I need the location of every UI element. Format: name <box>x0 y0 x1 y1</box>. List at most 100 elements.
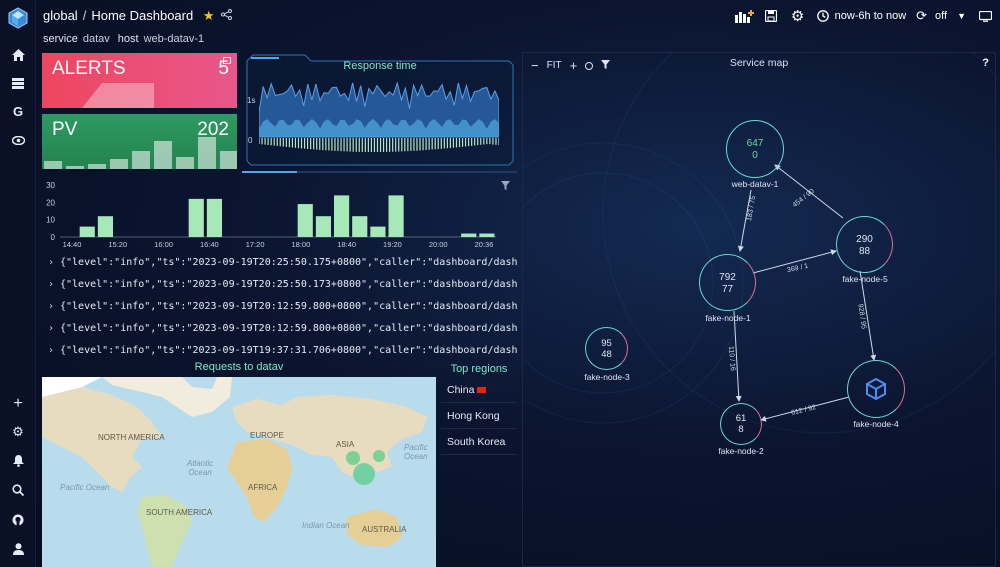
service-map-edges <box>733 164 877 422</box>
log-text: {"level":"info","ts":"2023-09-19T20:25:5… <box>60 257 518 268</box>
bar[interactable] <box>461 233 477 237</box>
variable-host-label: host <box>117 33 139 45</box>
variable-service-label: service <box>43 33 78 45</box>
pv-spark-bar <box>44 161 62 169</box>
region-row[interactable]: South Korea <box>441 429 517 455</box>
settings-gear-icon[interactable]: ⚙ <box>790 8 805 25</box>
bar[interactable] <box>97 216 113 237</box>
gear-icon[interactable]: ⚙ <box>12 424 24 439</box>
region-row[interactable]: Hong Kong <box>441 403 517 429</box>
cube-icon <box>866 377 886 401</box>
bar[interactable] <box>334 195 350 237</box>
expand-caret-icon[interactable]: › <box>47 279 55 290</box>
bar[interactable] <box>388 195 404 237</box>
filter-icon[interactable] <box>501 181 510 193</box>
bar[interactable] <box>315 216 331 237</box>
expand-caret-icon[interactable]: › <box>47 323 55 334</box>
bell-icon[interactable] <box>6 450 30 472</box>
variable-host-select[interactable]: web-datav-1 <box>143 33 205 45</box>
node-metric-top: 61 <box>735 413 747 424</box>
eye-icon[interactable] <box>6 129 30 151</box>
add-icon[interactable]: + <box>13 395 23 412</box>
filter-icon[interactable] <box>601 59 611 72</box>
share-icon[interactable] <box>221 8 233 23</box>
chevron-down-icon: ▼ <box>957 11 966 21</box>
zoom-out-icon[interactable]: − <box>531 58 539 73</box>
service-node-fake-node-3[interactable]: 95 48 <box>585 327 628 370</box>
node-metric-bottom: 88 <box>858 246 871 257</box>
map-label: NORTH AMERICA <box>98 433 165 442</box>
help-icon[interactable]: ? <box>982 57 989 69</box>
service-map-panel[interactable]: Service map − FIT + ? 183 / 75 454 / 90 … <box>522 52 997 567</box>
alerts-stat-panel[interactable]: ALERTS 5 <box>42 53 237 108</box>
bar[interactable] <box>188 198 204 237</box>
map-label: ASIA <box>336 440 355 449</box>
time-picker[interactable]: now-6h to now <box>811 6 913 26</box>
response-time-panel[interactable]: Response time 1s 0 <box>245 53 515 166</box>
log-row[interactable]: ›{"level":"info","ts":"2023-09-19T20:12:… <box>42 318 518 340</box>
add-panel-icon[interactable] <box>733 6 757 26</box>
bar[interactable] <box>297 204 313 237</box>
node-metric-top: 647 <box>746 138 764 149</box>
service-node-fake-node-2[interactable]: 61 8 <box>720 403 762 445</box>
service-node-fake-node-5[interactable]: 290 88 <box>836 216 893 273</box>
service-node-fake-node-4[interactable] <box>847 360 905 418</box>
node-label: web-datav-1 <box>731 179 779 189</box>
bar[interactable] <box>79 226 95 237</box>
service-node-web-datav-1[interactable]: 647 0 <box>726 120 784 178</box>
panel-menu-icon[interactable] <box>223 57 231 64</box>
map-label: Indian Ocean <box>302 521 350 530</box>
x-tick-label: 18:00 <box>291 240 310 249</box>
region-name: South Korea <box>447 436 506 448</box>
x-tick-label: 14:40 <box>63 240 82 249</box>
zoom-in-icon[interactable]: + <box>569 58 578 73</box>
response-time-tick-0: 0 <box>248 136 253 145</box>
world-map[interactable]: NORTH AMERICA EUROPE ASIA Atlantic Ocean… <box>42 377 436 567</box>
y-tick-label: 20 <box>46 198 55 207</box>
bar[interactable] <box>370 226 386 237</box>
log-row[interactable]: ›{"level":"info","ts":"2023-09-19T20:12:… <box>42 296 518 318</box>
node-metric-bottom: 77 <box>721 284 734 295</box>
refresh-picker[interactable]: ⟳ off ▼ <box>912 6 970 26</box>
service-node-fake-node-1[interactable]: 792 77 <box>699 254 756 311</box>
search-icon[interactable] <box>6 479 30 501</box>
expand-caret-icon[interactable]: › <box>47 345 55 356</box>
expand-caret-icon[interactable]: › <box>47 257 55 268</box>
node-label: fake-node-4 <box>853 419 899 429</box>
app-logo-icon[interactable] <box>7 7 29 29</box>
save-icon[interactable] <box>757 6 785 26</box>
node-metric-top: 95 <box>601 338 612 349</box>
region-row[interactable]: China <box>441 377 517 403</box>
variable-service-select[interactable]: datav <box>82 33 110 45</box>
user-icon[interactable] <box>6 538 30 560</box>
response-time-tick-1s: 1s <box>247 96 256 105</box>
toolbar: ⚙ now-6h to now ⟳ off ▼ <box>733 6 1000 26</box>
tv-mode-icon[interactable] <box>970 6 1000 26</box>
server-icon[interactable] <box>6 72 30 94</box>
expand-caret-icon[interactable]: › <box>47 301 55 312</box>
circle-layout-icon[interactable] <box>585 61 594 70</box>
pv-spark-bar <box>154 141 172 169</box>
breadcrumb-folder[interactable]: global <box>43 8 78 23</box>
fit-button[interactable]: FIT <box>546 60 562 71</box>
pv-spark-bar <box>220 151 237 169</box>
github-icon[interactable] <box>6 509 30 531</box>
log-row[interactable]: › {"level":"info","ts":"2023-09-19T20:25:… <box>42 252 518 274</box>
google-icon[interactable]: G <box>12 103 24 119</box>
map-title: Requests to datav <box>194 361 284 373</box>
x-tick-label: 15:20 <box>108 240 127 249</box>
bar[interactable] <box>479 233 495 237</box>
home-icon[interactable] <box>6 44 30 66</box>
pv-title: PV <box>52 119 78 140</box>
pv-stat-panel[interactable]: PV 202 <box>42 114 237 169</box>
response-time-scrollbar[interactable] <box>242 171 517 173</box>
log-row[interactable]: ›{"level":"info","ts":"2023-09-19T19:37:… <box>42 340 518 359</box>
bar[interactable] <box>206 198 222 237</box>
region-name: Hong Kong <box>447 410 500 422</box>
bar[interactable] <box>352 216 368 237</box>
star-icon[interactable]: ★ <box>202 8 215 23</box>
dashboard-title[interactable]: Home Dashboard <box>91 8 194 23</box>
map-label: SOUTH AMERICA <box>146 508 213 517</box>
log-row[interactable]: ›{"level":"info","ts":"2023-09-19T20:25:… <box>42 274 518 296</box>
